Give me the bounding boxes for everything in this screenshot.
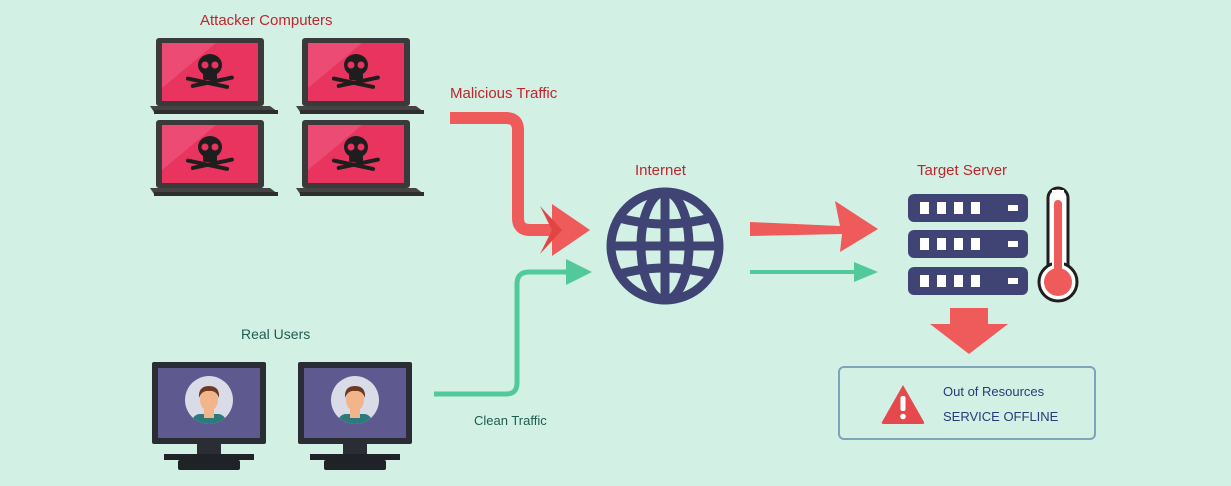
target-server-label: Target Server [917,162,1008,179]
warning-icon [881,385,925,424]
user-monitor-2 [298,362,412,470]
globe-icon [606,187,724,305]
attacker-laptop-3 [150,120,278,196]
attacker-laptop-1 [150,38,278,114]
status-message: SERVICE OFFLINE [943,409,1059,424]
status-box: Out of Resources SERVICE OFFLINE [838,366,1096,440]
server-stack-icon [908,194,1028,295]
malicious-traffic-arrow [450,112,590,256]
attacker-laptop-4 [296,120,424,196]
user-monitor-1 [152,362,266,470]
clean-server-arrow [750,262,878,282]
thermometer-icon [1037,186,1079,303]
down-arrow-icon [930,308,1008,354]
malicious-server-arrow [750,201,878,252]
attackers-label: Attacker Computers [200,12,333,29]
attacker-laptop-2 [296,38,424,114]
clean-traffic-arrow [434,259,592,397]
internet-label: Internet [635,162,686,179]
clean-traffic-label: Clean Traffic [474,413,547,428]
real-users-label: Real Users [241,326,311,342]
malicious-traffic-label: Malicious Traffic [450,85,558,102]
status-title: Out of Resources [943,384,1045,399]
